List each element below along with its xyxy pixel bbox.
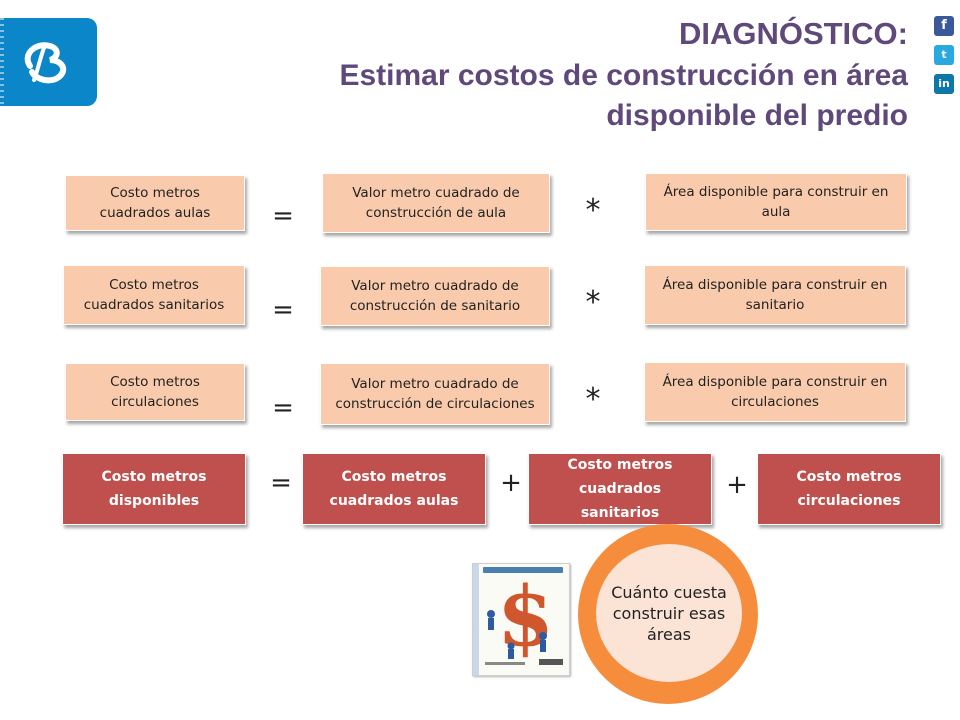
logo-stripe xyxy=(0,18,4,106)
equals-sign: = xyxy=(270,468,292,498)
title-line-2: Estimar costos de construcción en área xyxy=(339,59,908,92)
box-area-sanitario: Área disponible para construir en sanita… xyxy=(644,265,906,325)
box-total-sanitarios: Costo metros cuadrados sanitarios xyxy=(528,453,712,525)
linkedin-icon[interactable]: in xyxy=(934,74,954,94)
equals-sign: = xyxy=(272,393,294,423)
box-valor-circulaciones: Valor metro cuadrado de construcción de … xyxy=(320,363,550,425)
facebook-icon[interactable]: f xyxy=(934,16,954,36)
book-spine xyxy=(473,564,479,675)
multiply-sign: * xyxy=(585,382,601,417)
box-total-circulaciones: Costo metros circulaciones xyxy=(757,453,941,525)
book-author-line xyxy=(485,662,525,665)
book-publisher-logo xyxy=(539,659,563,665)
box-total-aulas: Costo metros cuadrados aulas xyxy=(302,453,486,525)
box-costo-circulaciones: Costo metros circulaciones xyxy=(65,363,245,421)
twitter-icon[interactable]: t xyxy=(934,45,954,65)
page-title: DIAGNÓSTICO: Estimar costos de construcc… xyxy=(148,12,908,136)
equals-sign: = xyxy=(272,295,294,325)
box-costo-aulas: Costo metros cuadrados aulas xyxy=(65,175,245,231)
equals-sign: = xyxy=(272,201,294,231)
callout-text: Cuánto cuesta construir esas áreas xyxy=(596,544,742,682)
multiply-sign: * xyxy=(585,285,601,320)
multiply-sign: * xyxy=(585,193,601,228)
book-cover-image: $ xyxy=(472,563,570,676)
box-valor-aula: Valor metro cuadrado de construcción de … xyxy=(322,173,550,233)
box-costo-sanitarios: Costo metros cuadrados sanitarios xyxy=(63,265,245,325)
plus-sign: + xyxy=(500,468,522,498)
workers-illustration-icon xyxy=(487,610,547,659)
plus-sign: + xyxy=(726,470,748,500)
logo xyxy=(0,18,97,106)
title-line-3: disponible del predio xyxy=(606,99,908,132)
box-costo-disponibles: Costo metros disponibles xyxy=(62,453,246,525)
logo-mark-icon xyxy=(24,42,67,84)
title-line-1: DIAGNÓSTICO: xyxy=(678,16,908,51)
book-header-bar xyxy=(483,567,563,573)
box-area-aula: Área disponible para construir en aula xyxy=(645,173,907,231)
box-valor-sanitario: Valor metro cuadrado de construcción de … xyxy=(320,266,550,326)
box-area-circulaciones: Área disponible para construir en circul… xyxy=(644,362,906,422)
